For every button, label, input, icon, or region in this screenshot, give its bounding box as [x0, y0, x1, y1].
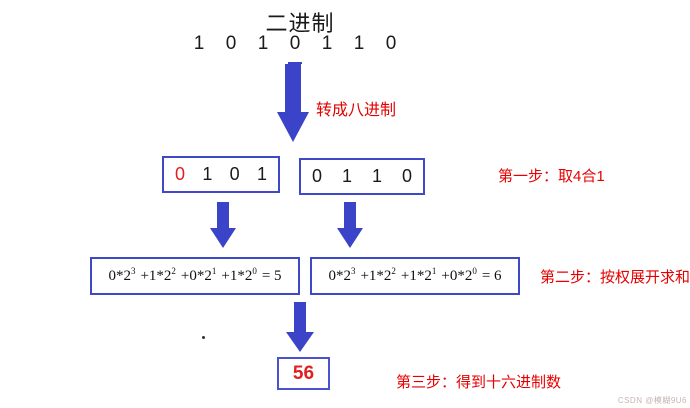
term-exponent: 1 [211, 265, 217, 276]
group-digit-padded: 0 [175, 164, 186, 184]
term-exponent: 3 [130, 265, 136, 276]
term-base: +1*2 [140, 267, 172, 284]
down-arrow-small-left [210, 202, 236, 248]
term-exponent: 3 [350, 265, 356, 276]
step2-label: 第二步：按权展开求和 [540, 269, 690, 286]
term-base: +0*2 [180, 267, 212, 284]
term-exponent: 2 [171, 265, 176, 276]
formula-result: = 6 [481, 267, 502, 284]
term-base: +1*2 [400, 267, 432, 284]
binary-digit: 1 [321, 33, 333, 54]
binary-digit: 1 [257, 33, 269, 54]
group-digit: 1 [202, 164, 213, 184]
term-base: +1*2 [221, 267, 253, 284]
formula-term: +1*22 [140, 265, 176, 285]
group-digit: 0 [401, 166, 412, 186]
term-exponent: 2 [391, 265, 396, 276]
formula-term: +0*21 [180, 265, 217, 285]
term-base: 0*2 [108, 267, 131, 284]
binary-digit: 0 [385, 33, 397, 54]
binary-digit: 0 [225, 33, 237, 54]
watermark: CSDN @模糊9U6 [617, 396, 687, 405]
result-box: 56 [277, 357, 330, 390]
step1-label: 第一步：取4合1 [498, 168, 605, 185]
binary-digit: 1 [193, 33, 205, 54]
formula-term: +1*22 [360, 265, 396, 285]
digit-underline [288, 62, 302, 64]
group-digit: 1 [341, 166, 352, 186]
group-digit: 1 [371, 166, 382, 186]
down-arrow-bottom [286, 302, 314, 352]
binary-number: 1 0 1 0 1 1 0 [184, 33, 406, 55]
formula-term: +1*21 [400, 265, 437, 285]
binary-digit: 1 [353, 33, 365, 54]
result-value: 56 [292, 362, 315, 384]
term-base: 0*2 [328, 267, 351, 284]
formula-term: 0*23 [328, 265, 356, 285]
term-base: +1*2 [360, 267, 392, 284]
group-box-1: 0 1 0 1 [162, 156, 280, 193]
formula-term: +0*20 [441, 265, 477, 285]
down-arrow-large [277, 64, 309, 142]
term-exponent: 0 [472, 265, 477, 276]
term-exponent: 0 [252, 265, 257, 276]
stray-dot [202, 336, 205, 339]
term-base: +0*2 [441, 267, 473, 284]
formula-result: = 5 [261, 267, 282, 284]
formula-term: 0*23 [108, 265, 136, 285]
formula-box-1: 0*23 +1*22 +0*21 +1*20 = 5 [90, 257, 300, 295]
group-digit: 0 [312, 166, 323, 186]
convert-label: 转成八进制 [316, 102, 397, 119]
term-exponent: 1 [431, 265, 437, 276]
diagram-title: 二进制 [265, 11, 335, 36]
formula-term: +1*20 [221, 265, 257, 285]
group-box-2: 0 1 1 0 [299, 158, 425, 195]
binary-digit: 0 [289, 33, 301, 54]
group-digit: 1 [256, 164, 267, 184]
group-digit: 0 [229, 164, 240, 184]
step3-label: 第三步：得到十六进制数 [396, 374, 562, 391]
down-arrow-small-right [337, 202, 363, 248]
formula-box-2: 0*23 +1*22 +1*21 +0*20 = 6 [310, 257, 520, 295]
